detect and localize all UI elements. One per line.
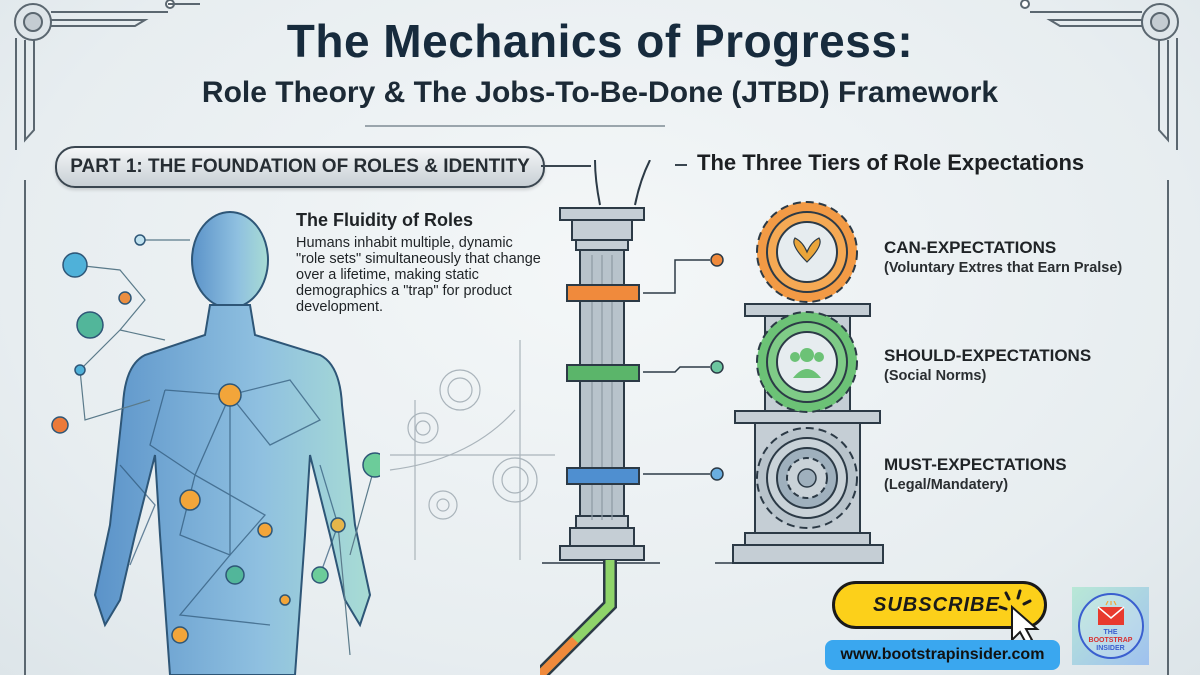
band-green — [566, 364, 640, 382]
gear-stack-illustration — [732, 201, 884, 564]
tier-must: MUST-EXPECTATIONS (Legal/Mandatery) — [884, 455, 1067, 493]
title-divider — [365, 125, 665, 127]
band-blue — [566, 467, 640, 485]
fluidity-description: Humans inhabit multiple, dynamic "role s… — [296, 235, 541, 315]
tier-label: SHOULD-EXPECTATIONS — [884, 346, 1092, 365]
website-url: www.bootstrapinsider.com — [840, 646, 1045, 663]
human-network-figure-illustration — [51, 211, 380, 675]
cursor-pointer-icon — [998, 589, 1040, 645]
hands-heart-icon — [756, 201, 858, 303]
gear-icon — [756, 427, 858, 529]
people-group-icon — [756, 311, 858, 413]
tier-sub: (Voluntary Extres that Earn Pralse) — [884, 260, 1123, 276]
page-title: The Mechanics of Progress: — [286, 15, 914, 67]
tier-can: CAN-EXPECTATIONS (Voluntary Extres that … — [884, 238, 1122, 276]
pillar-illustration — [540, 160, 740, 675]
tier-should: SHOULD-EXPECTATIONS (Social Norms) — [884, 346, 1091, 384]
bootstrap-insider-logo[interactable]: THE BOOTSTRAP INSIDER — [1072, 587, 1149, 665]
tier-sub: (Social Norms) — [884, 368, 987, 384]
website-link[interactable]: www.bootstrapinsider.com — [825, 640, 1060, 670]
fluidity-title: The Fluidity of Roles — [296, 210, 474, 230]
tiers-heading: The Three Tiers of Role Expectations — [697, 150, 1085, 175]
connector-line — [675, 164, 687, 166]
logo-text: THE BOOTSTRAP INSIDER — [1088, 629, 1133, 652]
tier-label: CAN-EXPECTATIONS — [884, 238, 1057, 257]
connector-line — [541, 165, 591, 167]
tier-label: MUST-EXPECTATIONS — [884, 455, 1067, 474]
subscribe-label: SUBSCRIBE — [873, 593, 1000, 616]
envelope-icon — [1097, 601, 1125, 625]
band-orange — [566, 284, 640, 302]
tier-sub: (Legal/Mandatery) — [884, 477, 1009, 493]
page-subtitle: Role Theory & The Jobs-To-Be-Done (JTBD)… — [201, 76, 999, 109]
part1-section-label: PART 1: THE FOUNDATION OF ROLES & IDENTI… — [55, 146, 545, 188]
